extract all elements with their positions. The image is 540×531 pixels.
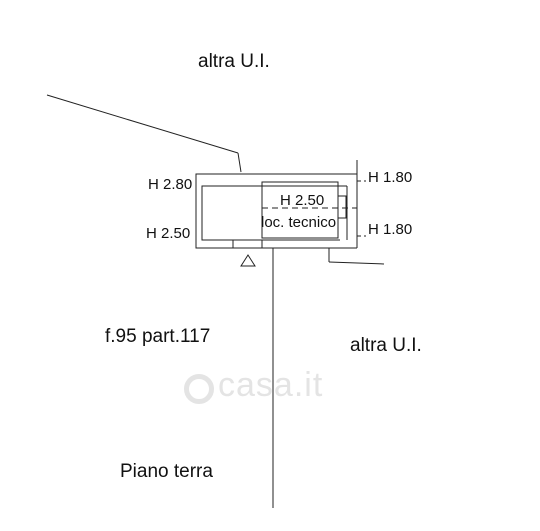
label-height-left-bottom: H 2.50 (146, 225, 191, 242)
label-room-name: loc. tecnico (261, 214, 337, 231)
boundary-line-east-low (328, 261, 385, 265)
label-height-inner: H 2.50 (280, 192, 325, 209)
boundary-line-north-tick (237, 152, 242, 173)
label-floor: Piano terra (120, 461, 213, 482)
label-height-right-top: H 1.80 (368, 169, 413, 186)
label-right-neighbor: altra U.I. (350, 335, 422, 356)
outer-wall (195, 173, 357, 249)
entrance-marker-icon (240, 254, 256, 267)
label-top-neighbor: altra U.I. (198, 51, 270, 72)
label-height-left-top: H 2.80 (148, 176, 193, 193)
technical-room-niche (337, 195, 347, 219)
boundary-line-northwest (46, 94, 239, 154)
inner-wall (201, 185, 340, 241)
label-height-right-bottom: H 1.80 (368, 221, 413, 238)
watermark-logo-icon (184, 374, 214, 404)
label-parcel: f.95 part.117 (105, 326, 211, 347)
watermark-text: casa.it (218, 366, 324, 404)
